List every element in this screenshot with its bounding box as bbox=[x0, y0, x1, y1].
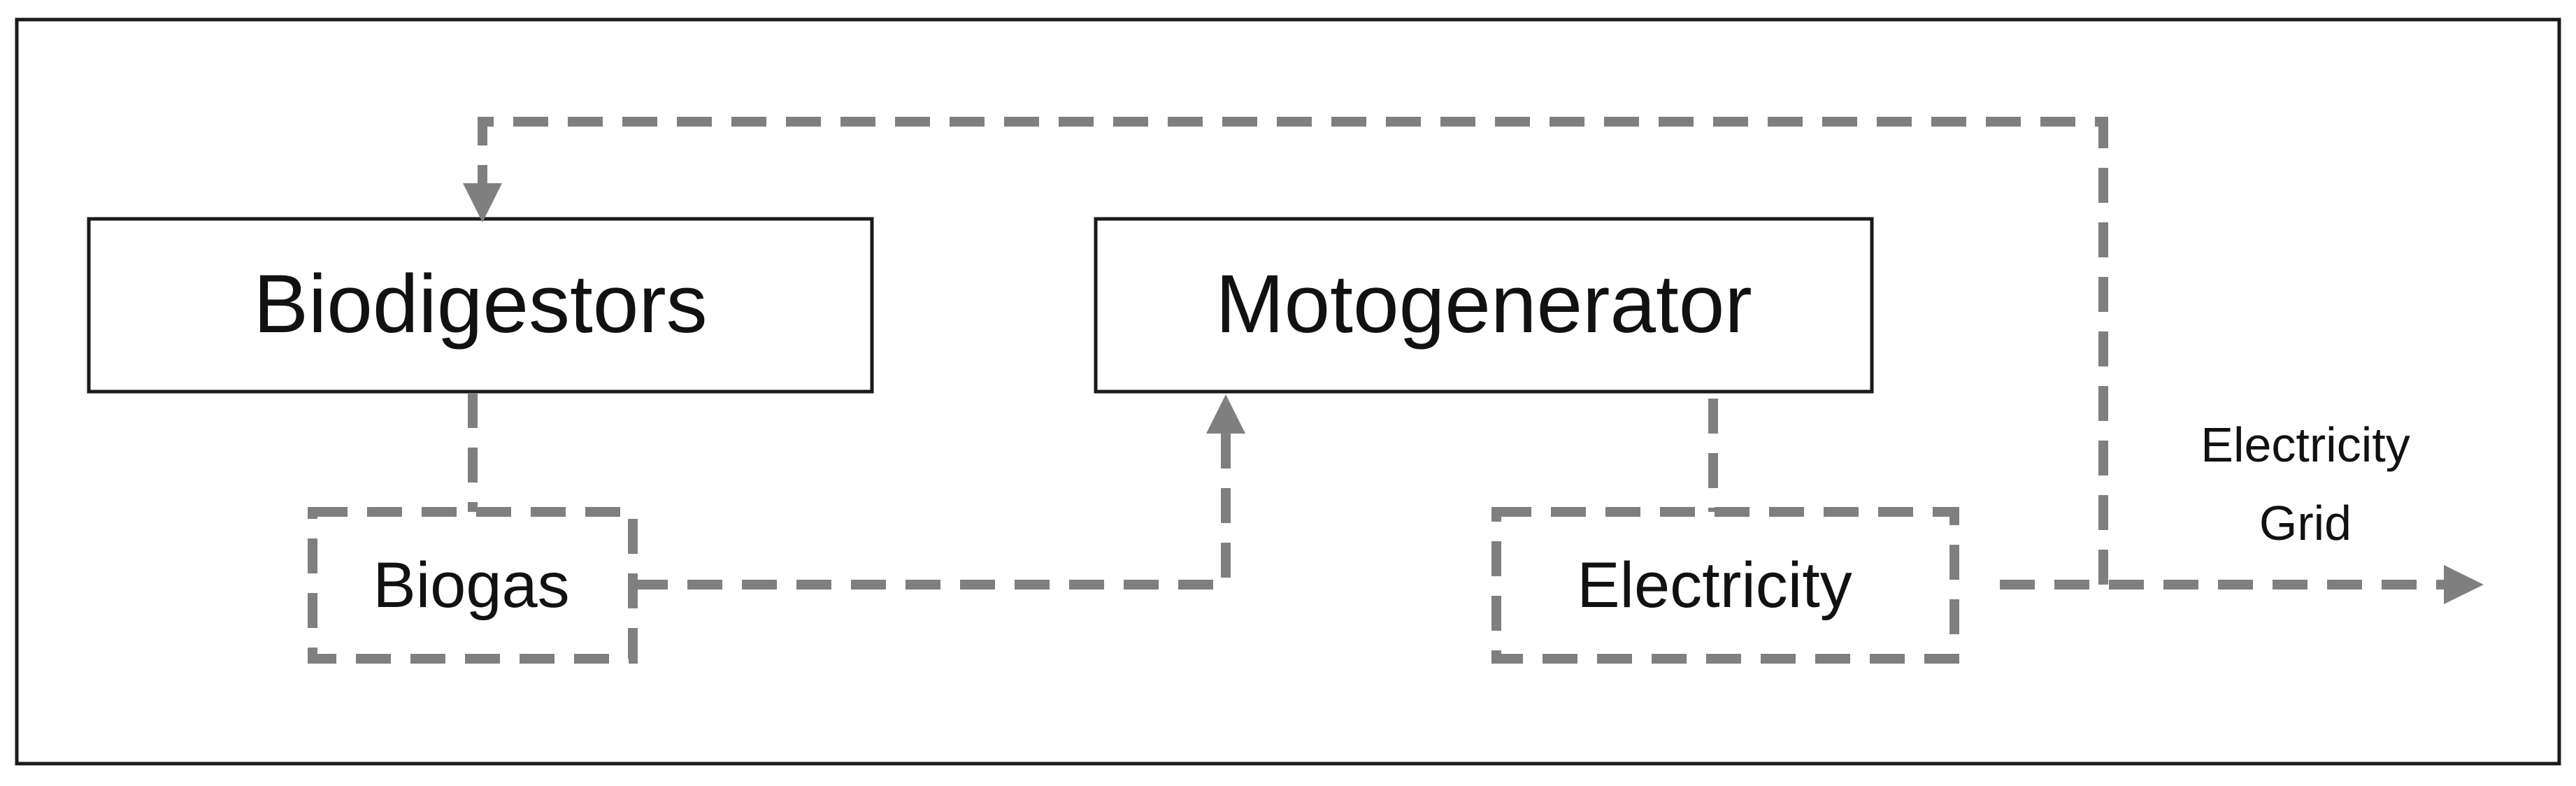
electricity-box bbox=[1491, 507, 1959, 664]
arrowhead-to-grid bbox=[2444, 565, 2484, 604]
arrowhead-into-motogenerator bbox=[1206, 394, 1245, 434]
biodigestors-node: Biodigestors bbox=[87, 217, 874, 394]
biodigestors-box bbox=[87, 217, 874, 394]
motogenerator-node: Motogenerator bbox=[1094, 217, 1874, 394]
biogas-label: Biogas bbox=[373, 550, 569, 621]
electricity-grid-label-line2: Grid bbox=[2259, 496, 2352, 550]
electricity-grid-node: Electricity Grid bbox=[2201, 417, 2410, 550]
connector-feedback-loop bbox=[478, 117, 2108, 585]
electricity-node: Electricity bbox=[1491, 507, 1959, 664]
electricity-grid-label-line1: Electricity bbox=[2201, 417, 2410, 472]
electricity-label: Electricity bbox=[1577, 550, 1852, 621]
motogenerator-label: Motogenerator bbox=[1215, 258, 1752, 350]
arrowhead-into-biodigestors bbox=[463, 183, 502, 222]
connector-biogas-motogenerator bbox=[633, 434, 1231, 590]
biodigestors-label: Biodigestors bbox=[253, 258, 707, 350]
motogenerator-box bbox=[1094, 217, 1874, 394]
